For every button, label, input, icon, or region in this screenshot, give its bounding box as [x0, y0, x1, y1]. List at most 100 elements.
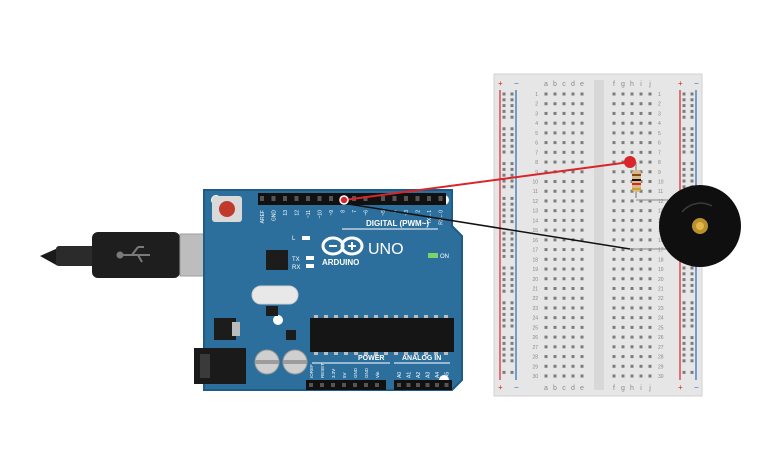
breadboard-hole[interactable]: [580, 364, 584, 368]
rail-hole[interactable]: [510, 370, 514, 374]
rail-hole[interactable]: [502, 214, 506, 218]
breadboard-hole[interactable]: [571, 374, 575, 378]
breadboard-hole[interactable]: [562, 160, 566, 164]
black-wire[interactable]: [347, 203, 631, 250]
breadboard-hole[interactable]: [630, 355, 634, 359]
breadboard-hole[interactable]: [639, 267, 643, 271]
rail-hole[interactable]: [682, 179, 686, 183]
breadboard-hole[interactable]: [544, 316, 548, 320]
breadboard-hole[interactable]: [621, 325, 625, 329]
breadboard-hole[interactable]: [544, 180, 548, 184]
rail-hole[interactable]: [682, 318, 686, 322]
breadboard-hole[interactable]: [621, 277, 625, 281]
breadboard-hole[interactable]: [580, 374, 584, 378]
rail-hole[interactable]: [502, 138, 506, 142]
resistor[interactable]: [632, 162, 641, 198]
breadboard-hole[interactable]: [562, 277, 566, 281]
rail-hole[interactable]: [502, 243, 506, 247]
breadboard-hole[interactable]: [612, 141, 616, 145]
breadboard-hole[interactable]: [571, 209, 575, 213]
breadboard-hole[interactable]: [580, 218, 584, 222]
breadboard-hole[interactable]: [639, 364, 643, 368]
header-pin[interactable]: [306, 196, 310, 201]
header-pin[interactable]: [438, 196, 443, 201]
breadboard-hole[interactable]: [621, 238, 625, 242]
rail-hole[interactable]: [682, 341, 686, 345]
rail-hole[interactable]: [502, 208, 506, 212]
breadboard-hole[interactable]: [580, 325, 584, 329]
breadboard-hole[interactable]: [612, 150, 616, 154]
breadboard-hole[interactable]: [639, 374, 643, 378]
header-pin[interactable]: [294, 196, 299, 201]
breadboard-hole[interactable]: [621, 257, 625, 261]
rail-hole[interactable]: [502, 231, 506, 235]
breadboard-hole[interactable]: [612, 248, 616, 252]
breadboard-hole[interactable]: [544, 238, 548, 242]
breadboard-hole[interactable]: [639, 306, 643, 310]
breadboard-hole[interactable]: [544, 364, 548, 368]
breadboard-hole[interactable]: [639, 335, 643, 339]
breadboard-hole[interactable]: [639, 286, 643, 290]
breadboard-hole[interactable]: [571, 102, 575, 106]
breadboard-hole[interactable]: [553, 364, 557, 368]
breadboard-hole[interactable]: [580, 248, 584, 252]
rail-hole[interactable]: [502, 202, 506, 206]
rail-hole[interactable]: [510, 220, 514, 224]
header-pin[interactable]: [363, 196, 368, 201]
breadboard-hole[interactable]: [544, 228, 548, 232]
breadboard-hole[interactable]: [553, 121, 557, 125]
breadboard-hole[interactable]: [639, 325, 643, 329]
rail-hole[interactable]: [682, 347, 686, 351]
breadboard-hole[interactable]: [562, 199, 566, 203]
breadboard-hole[interactable]: [621, 150, 625, 154]
rail-hole[interactable]: [502, 173, 506, 177]
rail-hole[interactable]: [510, 214, 514, 218]
breadboard-hole[interactable]: [553, 306, 557, 310]
breadboard-hole[interactable]: [621, 131, 625, 135]
rail-hole[interactable]: [682, 104, 686, 108]
breadboard-hole[interactable]: [571, 316, 575, 320]
rail-hole[interactable]: [510, 318, 514, 322]
breadboard-hole[interactable]: [544, 131, 548, 135]
rail-hole[interactable]: [502, 341, 506, 345]
breadboard-hole[interactable]: [562, 121, 566, 125]
breadboard-hole[interactable]: [580, 199, 584, 203]
breadboard-hole[interactable]: [630, 209, 634, 213]
breadboard-hole[interactable]: [580, 180, 584, 184]
breadboard-hole[interactable]: [562, 257, 566, 261]
breadboard-hole[interactable]: [630, 131, 634, 135]
rail-hole[interactable]: [690, 266, 694, 270]
breadboard-hole[interactable]: [621, 374, 625, 378]
breadboard-hole[interactable]: [580, 150, 584, 154]
breadboard-hole[interactable]: [648, 364, 652, 368]
rail-hole[interactable]: [502, 312, 506, 316]
breadboard-hole[interactable]: [544, 199, 548, 203]
breadboard-hole[interactable]: [612, 170, 616, 174]
rail-hole[interactable]: [682, 353, 686, 357]
breadboard-hole[interactable]: [571, 218, 575, 222]
rail-hole[interactable]: [690, 133, 694, 137]
breadboard-hole[interactable]: [580, 277, 584, 281]
rail-hole[interactable]: [690, 115, 694, 119]
rail-hole[interactable]: [690, 370, 694, 374]
piezo-buzzer[interactable]: [632, 185, 741, 267]
breadboard-hole[interactable]: [648, 374, 652, 378]
breadboard-hole[interactable]: [553, 102, 557, 106]
rail-hole[interactable]: [502, 144, 506, 148]
rail-hole[interactable]: [690, 98, 694, 102]
breadboard-hole[interactable]: [571, 131, 575, 135]
breadboard-hole[interactable]: [580, 286, 584, 290]
breadboard-hole[interactable]: [612, 238, 616, 242]
header-pin[interactable]: [271, 196, 276, 201]
rail-hole[interactable]: [510, 283, 514, 287]
header-pin[interactable]: [381, 196, 385, 201]
breadboard-hole[interactable]: [621, 306, 625, 310]
breadboard-hole[interactable]: [648, 209, 652, 213]
rail-hole[interactable]: [510, 312, 514, 316]
rail-hole[interactable]: [502, 237, 506, 241]
breadboard-hole[interactable]: [544, 170, 548, 174]
rail-hole[interactable]: [682, 324, 686, 328]
rail-hole[interactable]: [510, 150, 514, 154]
breadboard-hole[interactable]: [571, 228, 575, 232]
rail-hole[interactable]: [510, 278, 514, 282]
